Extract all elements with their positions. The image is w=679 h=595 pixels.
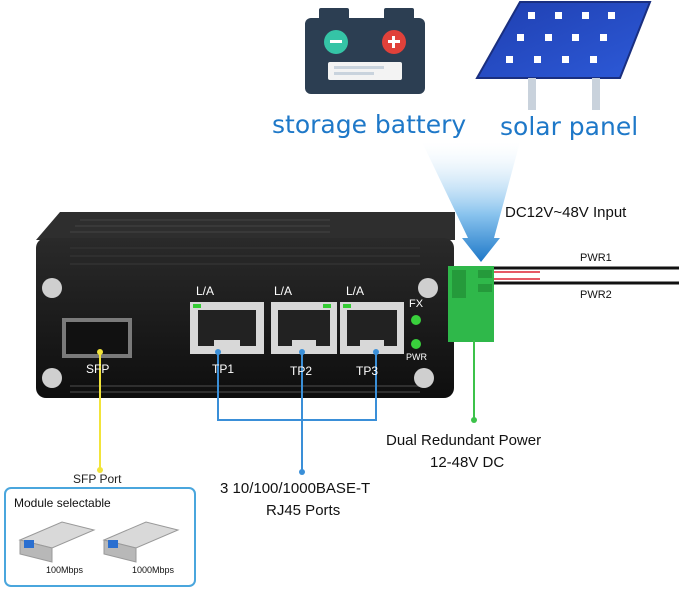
pwr1-label: PWR1 [580,252,612,264]
power-callout-line1: Dual Redundant Power [386,432,542,449]
rj45-callout-lines [217,352,377,472]
tp3-label: TP3 [356,364,379,378]
pwr-led-label: PWR [406,352,427,362]
sfp-module-100 [18,521,96,563]
switch-device [36,212,494,398]
power-arrow-icon [422,142,520,262]
sfp-port-label: SFP Port [73,472,122,486]
module-box [4,487,196,587]
solar-label: solar panel [500,112,639,141]
power-callout-line [471,340,477,423]
module-box-title: Module selectable [14,496,111,510]
rj45-port-1 [190,302,264,354]
fx-led [411,315,421,325]
power-wires [486,266,679,285]
tp2-label: TP2 [290,364,313,378]
battery-icon [305,8,425,94]
sfp-module-1000 [102,521,180,563]
rj45-callout-line2: RJ45 Ports [266,502,341,519]
fx-label: FX [409,298,424,310]
rj45-callout-dots [215,349,379,475]
rj45-callout-line1: 3 10/100/1000BASE-T [220,480,371,497]
module-100-label: 100Mbps [46,565,84,575]
solar-panel-icon [475,1,652,110]
battery-label: storage battery [272,110,467,139]
sfp-device-label: SFP [86,362,110,376]
rj45-port-3 [340,302,404,354]
la-label-3: L/A [346,284,365,298]
power-callout-line2: 12-48V DC [430,454,505,471]
sfp-callout-line [97,349,103,473]
pwr2-label: PWR2 [580,289,612,301]
module-1000-label: 1000Mbps [132,565,175,575]
la-label-2: L/A [274,284,293,298]
rj45-port-2 [271,302,337,354]
input-label: DC12V~48V Input [505,204,627,221]
sfp-port [62,318,132,358]
terminal-block [448,266,494,342]
pwr-led [411,339,421,349]
la-label-1: L/A [196,284,215,298]
tp1-label: TP1 [212,362,235,376]
